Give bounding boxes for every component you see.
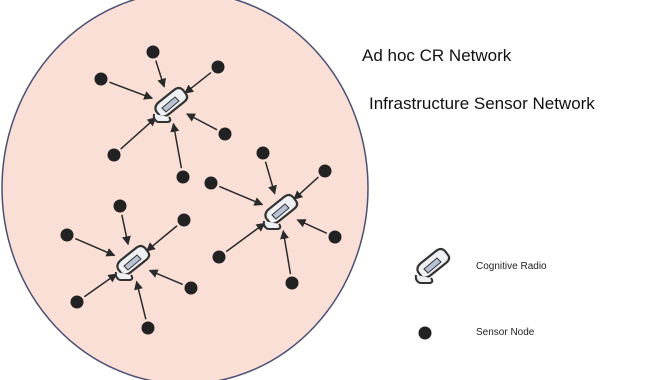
sensor-link-arrow bbox=[134, 280, 147, 320]
sensor-link-arrow bbox=[170, 122, 183, 169]
sensor-node-icon bbox=[204, 176, 218, 190]
sensor-node-icon bbox=[177, 213, 191, 227]
sensor-link-arrow bbox=[83, 273, 118, 298]
sensor-node-icon bbox=[211, 60, 225, 74]
sensor-link-arrow bbox=[293, 176, 319, 200]
sensor-node-icon bbox=[184, 281, 198, 295]
cluster-2 bbox=[204, 146, 342, 290]
legend-sensor-node-icon bbox=[418, 326, 432, 340]
sensor-link-arrow bbox=[155, 60, 167, 88]
sensor-node-icon bbox=[113, 199, 127, 213]
cluster-3 bbox=[60, 199, 198, 335]
coverage-area bbox=[1, 0, 369, 380]
legend-sensor-node-label: Sensor Node bbox=[476, 327, 535, 338]
sensor-link-arrow bbox=[145, 225, 178, 252]
sensor-link-arrow bbox=[280, 229, 292, 275]
sensor-node-icon bbox=[256, 146, 270, 160]
sensor-node-icon bbox=[141, 321, 155, 335]
sensor-node-icon bbox=[212, 250, 226, 264]
ad-hoc-network-label: Ad hoc CR Network bbox=[362, 46, 512, 65]
sensor-link-arrow bbox=[225, 222, 266, 253]
sensor-node-icon bbox=[146, 45, 160, 59]
sensor-link-arrow bbox=[74, 237, 116, 257]
sensor-link-arrow bbox=[121, 214, 131, 246]
legend-cognitive-radio-label: Cognitive Radio bbox=[476, 261, 547, 272]
sensor-node-icon bbox=[60, 228, 74, 242]
sensor-link-arrow bbox=[184, 71, 212, 94]
sensor-node-icon bbox=[70, 295, 84, 309]
sensor-node-icon bbox=[176, 170, 190, 184]
sensor-link-arrow bbox=[186, 113, 218, 131]
sensor-node-icon bbox=[107, 148, 121, 162]
infrastructure-network-label: Infrastructure Sensor Network bbox=[369, 94, 595, 113]
sensor-node-icon bbox=[94, 72, 108, 86]
legend-cognitive-radio-icon bbox=[414, 247, 451, 285]
sensor-link-arrow bbox=[109, 81, 154, 100]
sensor-node-icon bbox=[285, 276, 299, 290]
sensor-link-arrow bbox=[148, 269, 184, 286]
sensor-link-arrow bbox=[296, 219, 328, 234]
sensor-link-arrow bbox=[219, 185, 264, 206]
sensor-node-icon bbox=[318, 164, 332, 178]
sensor-link-arrow bbox=[264, 161, 277, 195]
sensor-node-icon bbox=[328, 230, 342, 244]
sensor-link-arrow bbox=[120, 117, 157, 150]
cluster-1 bbox=[94, 45, 232, 184]
sensor-node-icon bbox=[218, 127, 232, 141]
